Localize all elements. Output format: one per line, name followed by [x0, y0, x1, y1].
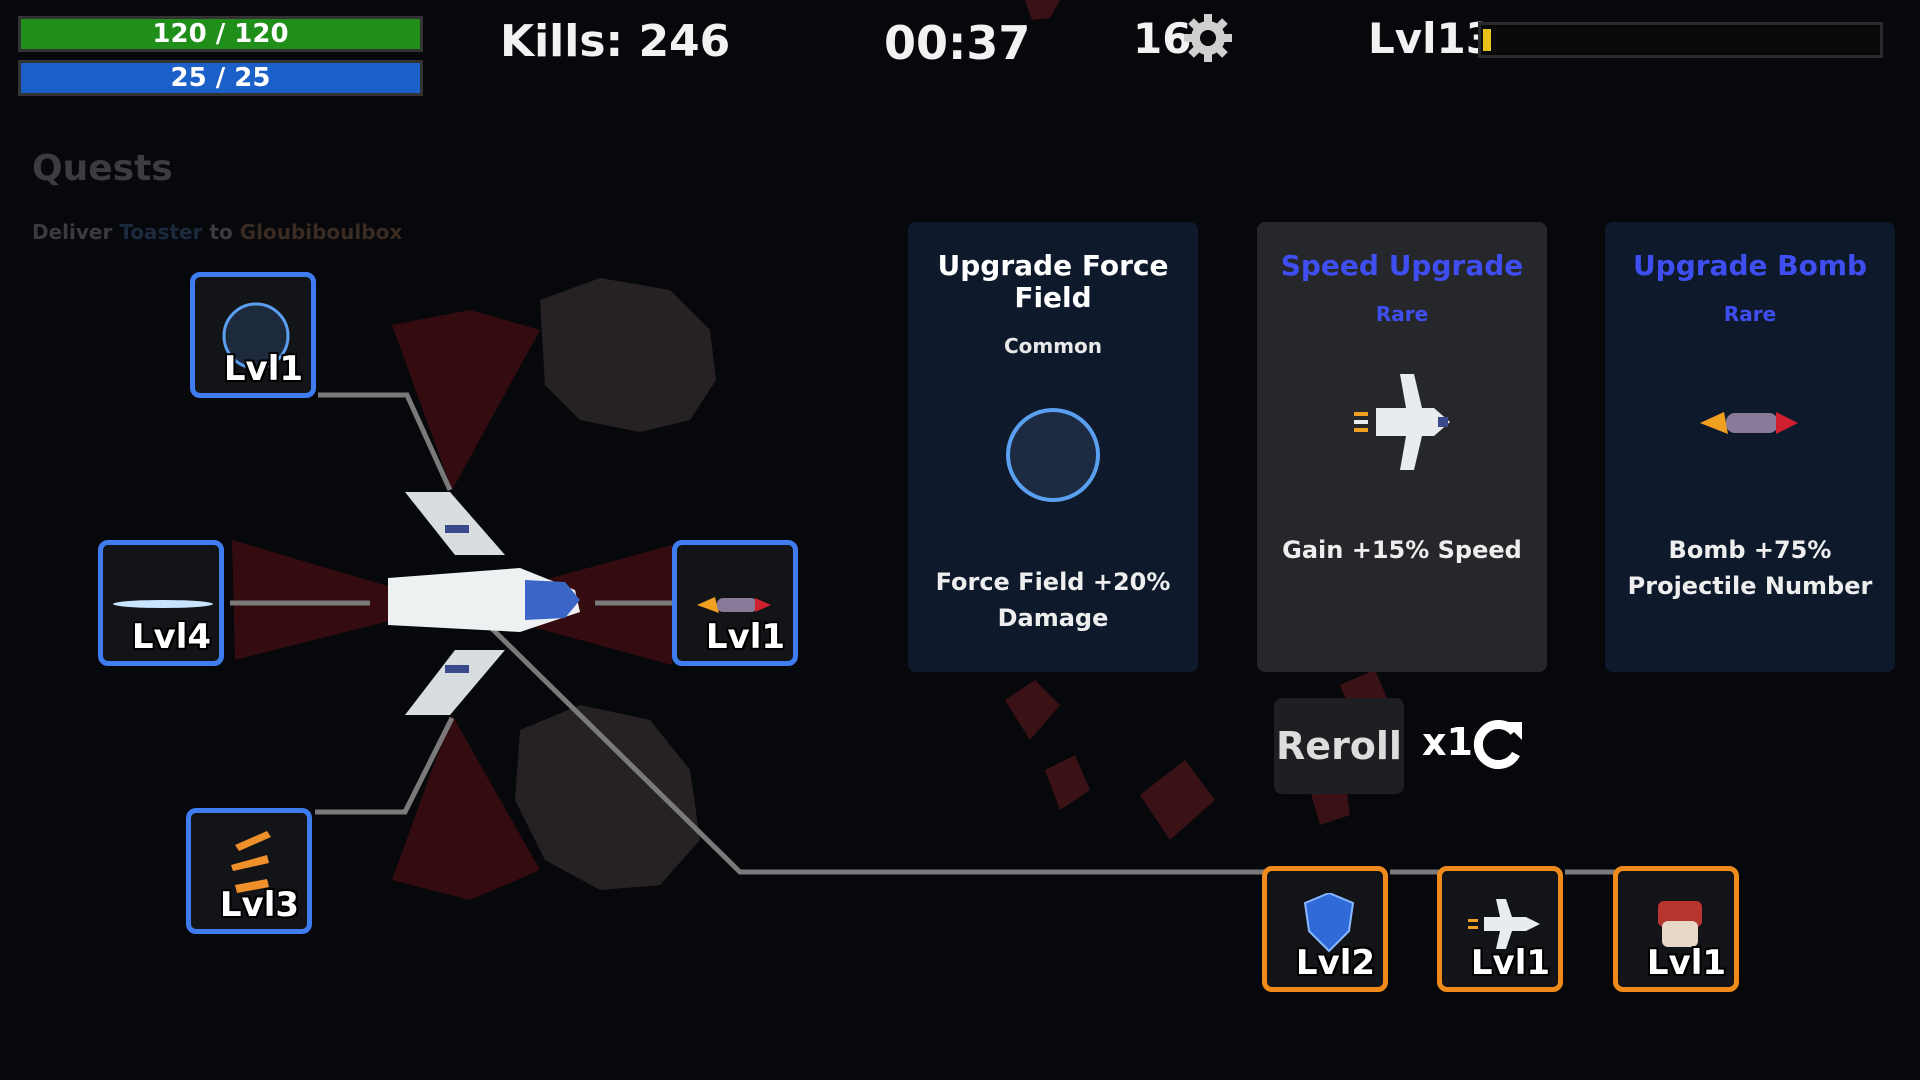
armor-icon [1303, 893, 1355, 953]
weapon-slot-bomb[interactable]: Lvl1 [672, 540, 798, 666]
xp-bar [1478, 22, 1883, 58]
triple-shot-icon [231, 831, 271, 893]
reroll-icon[interactable] [1470, 716, 1526, 772]
shield-bar: 25 / 25 [18, 60, 423, 96]
passive-slot-strength[interactable]: Lvl1 [1613, 866, 1739, 992]
health-text: 120 / 120 [152, 19, 289, 49]
timer: 00:37 [884, 16, 1031, 70]
quest-npc: Gloubiboulbox [239, 220, 403, 244]
card-title: Upgrade Force Field [937, 249, 1169, 314]
quests-title: Quests [32, 148, 173, 189]
laser-beam-icon [113, 600, 213, 608]
health-bar: 120 / 120 [18, 16, 423, 52]
card-description: Gain +15% Speed [1282, 536, 1522, 564]
player-ship [388, 492, 580, 715]
passive-slot-speed[interactable]: Lvl1 [1437, 866, 1563, 992]
quest-verb: Deliver [32, 220, 113, 244]
kills-counter: Kills: 246 [500, 16, 731, 67]
card-title: Speed Upgrade [1280, 249, 1524, 282]
force-field-icon [222, 302, 290, 370]
quest-preposition: to [209, 220, 233, 244]
bomb-icon [697, 597, 771, 613]
ship-speed-icon [1468, 899, 1540, 949]
asteroid [515, 278, 716, 890]
passive-slot-armor[interactable]: Lvl2 [1262, 866, 1388, 992]
upgrade-card-bomb[interactable]: Upgrade Bomb Rare Bomb +75% Projectile N… [1605, 222, 1895, 672]
weapon-level: Lvl1 [705, 617, 785, 657]
shield-text: 25 / 25 [170, 63, 271, 93]
upgrade-card-speed[interactable]: Speed Upgrade Rare Gain +15% Speed [1257, 222, 1547, 672]
level-label: Lvl13 [1368, 14, 1495, 63]
passive-level: Lvl2 [1295, 943, 1375, 983]
weapon-slot-force-field[interactable]: Lvl1 [190, 272, 316, 398]
passive-level: Lvl1 [1646, 943, 1726, 983]
card-rarity: Rare [1375, 302, 1429, 326]
weapon-level: Lvl3 [219, 885, 299, 925]
upgrade-card-force-field[interactable]: Upgrade Force Field Common Force Field +… [908, 222, 1198, 672]
weapon-level: Lvl4 [131, 617, 211, 657]
quest-entry: Deliver Toaster to Gloubiboulbox [32, 220, 402, 244]
connector-lines [230, 392, 1615, 875]
reroll-count: x1 [1422, 720, 1473, 764]
card-rarity: Common [1003, 334, 1103, 358]
card-description: Bomb +75% Projectile Number [1627, 536, 1873, 600]
weapon-slot-laser-beam[interactable]: Lvl4 [98, 540, 224, 666]
passive-level: Lvl1 [1470, 943, 1550, 983]
quest-item: Toaster [119, 220, 203, 244]
weapon-level: Lvl1 [223, 349, 303, 389]
gear-count: 16 [1133, 14, 1192, 63]
bomb-icon [1700, 412, 1798, 434]
xp-fill [1483, 29, 1491, 51]
reroll-button[interactable]: Reroll [1274, 698, 1404, 794]
gear-icon[interactable] [1182, 12, 1234, 64]
card-rarity: Rare [1723, 302, 1777, 326]
ship-speed-icon [1354, 374, 1450, 470]
card-description: Force Field +20% Damage [935, 568, 1171, 632]
card-title: Upgrade Bomb [1632, 249, 1868, 282]
force-field-icon [1006, 408, 1100, 502]
weapon-slot-triple-shot[interactable]: Lvl3 [186, 808, 312, 934]
fist-icon [1658, 901, 1702, 947]
